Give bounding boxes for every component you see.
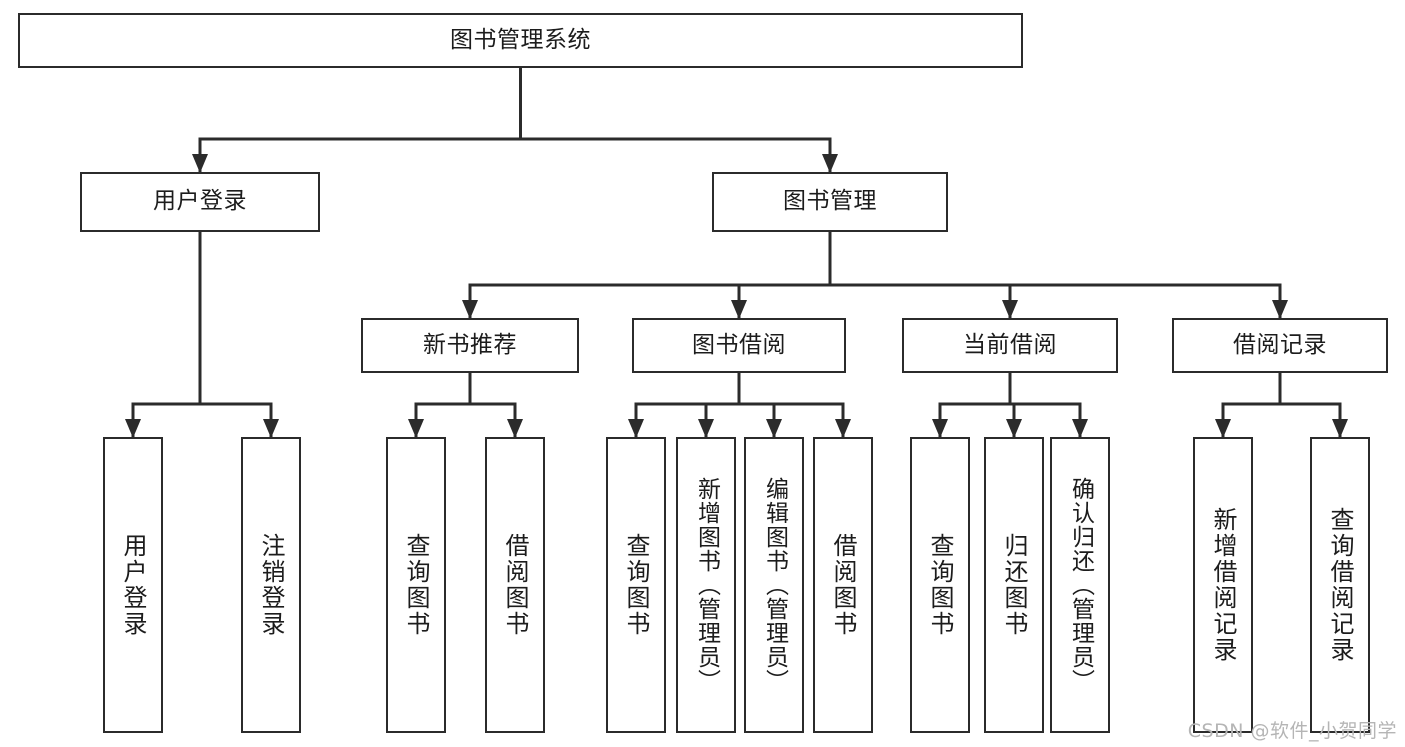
watermark-text: CSDN @软件_小贺同学 [1187,720,1397,742]
node-label: 图书管理系统 [450,26,591,53]
node-leaf-return-book[interactable]: 归还图书 [984,437,1044,733]
node-leaf-query-book-2[interactable]: 查询图书 [606,437,666,733]
node-label: 查询图书 [926,533,954,637]
node-label: 查询图书 [622,533,650,637]
node-leaf-edit-book-admin[interactable]: 编辑图书（管理员） [744,437,804,733]
node-root[interactable]: 图书管理系统 [18,13,1023,68]
node-book-borrow[interactable]: 图书借阅 [632,318,846,373]
node-leaf-logout-login[interactable]: 注销登录 [241,437,301,733]
node-label: 图书管理 [783,188,877,215]
node-leaf-query-book-1[interactable]: 查询图书 [386,437,446,733]
node-label: 借阅记录 [1233,331,1327,358]
node-label: 新书推荐 [423,331,517,358]
node-leaf-add-borrow-record[interactable]: 新增借阅记录 [1193,437,1253,733]
node-label: 当前借阅 [963,331,1057,358]
node-book-management[interactable]: 图书管理 [712,172,948,232]
node-label: 借阅图书 [829,533,857,637]
node-user-login[interactable]: 用户登录 [80,172,320,232]
node-label: 借阅图书 [501,533,529,637]
node-leaf-add-book-admin[interactable]: 新增图书（管理员） [676,437,736,733]
node-new-book-recommend[interactable]: 新书推荐 [361,318,579,373]
node-current-borrow[interactable]: 当前借阅 [902,318,1118,373]
node-label: 新增借阅记录 [1209,507,1237,663]
node-borrow-record[interactable]: 借阅记录 [1172,318,1388,373]
node-label: 确认归还（管理员） [1067,477,1094,693]
node-leaf-confirm-return-admin[interactable]: 确认归还（管理员） [1050,437,1110,733]
node-label: 用户登录 [153,188,247,215]
node-label: 注销登录 [257,533,285,637]
node-label: 查询借阅记录 [1326,507,1354,663]
node-label: 查询图书 [402,533,430,637]
node-label: 用户登录 [119,533,147,637]
node-leaf-borrow-book-2[interactable]: 借阅图书 [813,437,873,733]
node-leaf-borrow-book-1[interactable]: 借阅图书 [485,437,545,733]
node-leaf-user-login[interactable]: 用户登录 [103,437,163,733]
node-leaf-query-borrow-record[interactable]: 查询借阅记录 [1310,437,1370,733]
node-label: 新增图书（管理员） [693,477,720,693]
node-label: 归还图书 [1000,533,1028,637]
node-label: 图书借阅 [692,331,786,358]
node-leaf-query-book-3[interactable]: 查询图书 [910,437,970,733]
node-label: 编辑图书（管理员） [761,477,788,693]
